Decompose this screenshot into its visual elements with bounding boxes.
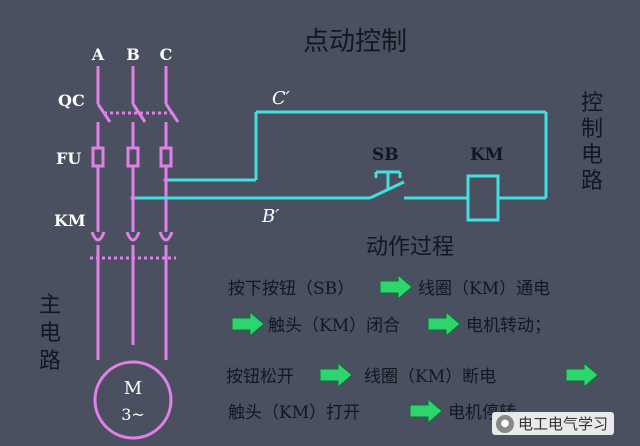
phase-label-b: B [126,45,140,64]
fuse-c [159,146,173,168]
sb-contact [369,180,405,200]
process-line3-step1: 按钮松开 [226,367,294,387]
phase-label-c: C [160,45,173,64]
control-circuit-label-3: 电 [581,143,603,168]
arrow-icon [319,361,353,389]
watermark: ● 电工电气学习 [492,412,615,435]
control-circuit-label-2: 制 [581,117,603,142]
km-coil-label: KM [470,145,504,165]
process-line3-step2: 线圈（KM）断电 [364,367,496,387]
process-line2-step1: 触头（KM）闭合 [268,316,400,336]
junction-c [163,177,169,183]
sb-label: SB [372,145,399,165]
c-prime-label: C′ [272,88,290,109]
main-circuit-label-2: 电 [39,321,61,346]
control-circuit-label-1: 控 [581,91,603,116]
km-contact-b [125,231,141,242]
arrow-icon [379,273,413,301]
process-line1-step2: 线圈（KM）通电 [418,279,550,299]
fu-label: FU [56,149,81,168]
motor-label-m: M [124,378,142,399]
qc-blade-b [131,103,147,123]
phase-label-a: A [91,45,105,64]
main-circuit-label-1: 主 [39,293,61,318]
b-prime-label: B′ [261,206,279,227]
process-line4-step1: 触头（KM）打开 [228,403,360,423]
control-circuit [133,110,548,222]
process-line2-step2: 电机转动； [466,316,551,336]
wechat-logo-icon: ● [496,414,514,433]
watermark-text: 电工电气学习 [518,415,609,433]
arrow-icon [409,397,443,425]
qc-label: QC [58,91,85,110]
process-title: 动作过程 [366,235,454,260]
arrow-icon [427,310,461,338]
fuse-a [91,146,105,168]
motor-label-3phase: 3~ [121,405,145,424]
km-contact-c [158,231,174,242]
junction-b [130,195,136,201]
motor-symbol [93,360,173,440]
km-coil [466,174,500,222]
arrow-icon [231,310,265,338]
diagram-title: 点动控制 [303,27,407,57]
km-main-label: KM [54,211,86,230]
main-circuit-label-3: 路 [39,349,61,374]
process-line1-step1: 按下按钮（SB） [228,279,354,299]
arrow-icon [565,361,599,389]
control-circuit-label-4: 路 [581,169,603,194]
main-circuit [90,66,180,440]
km-contact-a [90,231,106,242]
fuse-b [126,146,140,168]
